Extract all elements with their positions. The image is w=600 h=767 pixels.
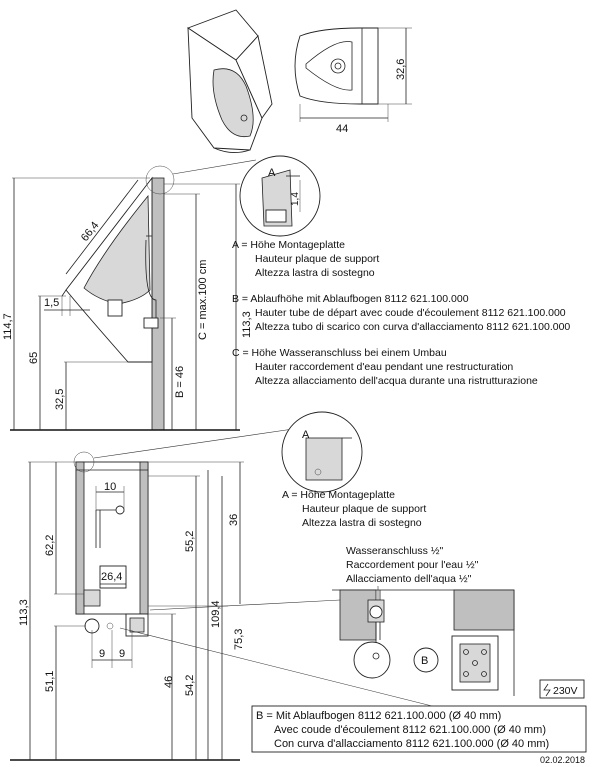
legend-a2-fr: Hauteur plaque de support xyxy=(302,503,426,515)
voltage-label: 230V xyxy=(553,685,578,697)
detail-a-top xyxy=(239,155,321,237)
plan-depth-dim: 32,6 xyxy=(395,59,407,80)
detail-b-box xyxy=(332,589,515,696)
legend-b2-de: B = Mit Ablaufbogen 8112 621.100.000 (Ø … xyxy=(256,710,501,722)
dim-d36: 36 xyxy=(228,514,240,526)
side-view xyxy=(10,159,257,431)
dim-rim-height: 65 xyxy=(28,352,40,364)
legend-a-fr: Hauteur plaque de support xyxy=(255,253,379,265)
dim-d55-2: 55,2 xyxy=(184,531,196,552)
water-de: Wasseranschluss ½" xyxy=(346,545,444,557)
voltage-box xyxy=(539,679,585,699)
legend-b2: B = Mit Ablaufbogen 8112 621.100.000 (Ø … xyxy=(251,705,587,753)
dim-d113-3: 113,3 xyxy=(18,599,30,626)
dim-d75-3: 75,3 xyxy=(233,629,245,650)
detail-b-label: B xyxy=(421,655,428,667)
dim-d109-4: 109,4 xyxy=(210,600,222,628)
detail-a-front-label: A xyxy=(302,429,310,441)
dim-d9a: 9 xyxy=(99,648,105,660)
legend-b2-it: Con curva d'allacciamento 8112 621.100.0… xyxy=(274,738,549,750)
drawing-date: 02.02.2018 xyxy=(540,755,585,765)
legend-b-it: Altezza tubo di scarico con curva d'alla… xyxy=(255,321,570,333)
legend-b-title: B = Ablaufhöhe mit Ablaufbogen 8112 621.… xyxy=(232,293,469,305)
dim-b-value: B = 46 xyxy=(174,366,186,398)
dim-total-height: 114,7 xyxy=(2,313,14,340)
dim-d46: 46 xyxy=(163,676,175,688)
dim-d9b: 9 xyxy=(119,648,125,660)
legend-a2-it: Altezza lastra di sostegno xyxy=(302,517,422,529)
legend-a-title: A = Höhe Montageplatte xyxy=(232,239,345,251)
front-view xyxy=(10,427,441,761)
dim-d54-2: 54,2 xyxy=(184,675,196,696)
dim-c-value: C = max.100 cm xyxy=(197,260,209,340)
legend-b-fr: Hauter tube de départ avec coude d'écoul… xyxy=(255,307,566,319)
legend-c-it: Altezza allacciamento dell'acqua durante… xyxy=(255,375,538,387)
legend-a2-title: A = Höhe Montageplatte xyxy=(282,489,395,501)
detail-a-dim: 1,4 xyxy=(290,192,301,206)
legend-b2-fr: Avec coude d'écoulement 8112 621.100.000… xyxy=(274,724,546,736)
dim-lip-offset: 1,5 xyxy=(44,297,59,309)
dim-d10: 10 xyxy=(104,481,116,493)
legend-c-fr: Hauter raccordement d'eau pendant une re… xyxy=(255,361,513,373)
water-connection-label: Wasseranschluss ½" Raccordement pour l'e… xyxy=(346,545,479,606)
water-it: Allacciamento dell'aqua ½" xyxy=(346,573,472,585)
water-fr: Raccordement pour l'eau ½" xyxy=(346,559,479,571)
dim-d62-2: 62,2 xyxy=(44,535,56,556)
plan-width-dim: 44 xyxy=(336,123,348,135)
dim-plate-height: 113,3 xyxy=(241,311,253,338)
urinal-plan-view xyxy=(294,27,412,122)
dim-d26-4: 26,4 xyxy=(101,571,122,583)
dim-d51-1: 51,1 xyxy=(44,671,56,692)
legend-a2: A = Höhe Montageplatte Hauteur plaque de… xyxy=(282,489,426,529)
legend-a-it: Altezza lastra di sostegno xyxy=(255,267,375,279)
legend-c-title: C = Höhe Wasseranschluss bei einem Umbau xyxy=(232,347,447,359)
dim-floor: 32,5 xyxy=(54,389,66,410)
legend-abc: A = Höhe Montageplatte Hauteur plaque de… xyxy=(232,239,570,387)
urinal-3d-view xyxy=(187,9,273,153)
detail-a-label: A xyxy=(268,167,276,179)
detail-a-front xyxy=(281,411,363,493)
